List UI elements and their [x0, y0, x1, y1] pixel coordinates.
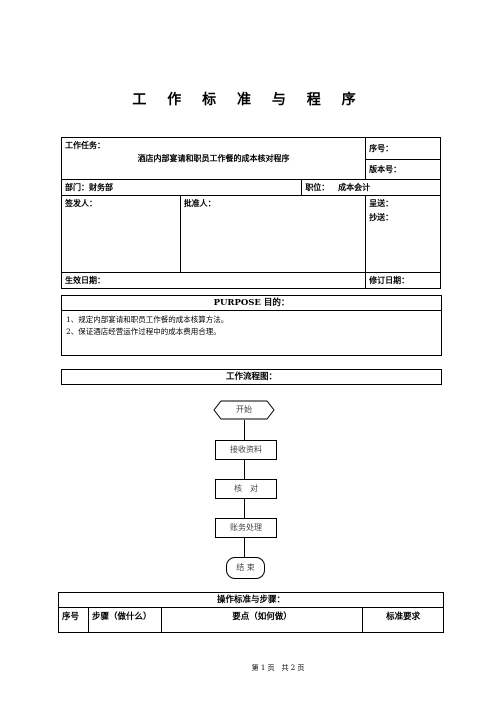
purpose-item-1: 1、规定内部宴请和职员工作餐的成本核算方法。 — [66, 315, 229, 324]
flow-heading: 工作流程图： — [61, 369, 442, 385]
cc-label: 抄送： — [369, 212, 394, 222]
dept-cell: 部门：财务部 — [60, 179, 303, 196]
position-label: 职位： — [305, 182, 330, 192]
issuer-label: 签发人： — [65, 198, 97, 208]
end-shape: 结 束 — [226, 557, 265, 579]
task-label: 工作任务： — [65, 140, 105, 150]
start-shape — [213, 400, 275, 420]
approver-cell: 批准人： — [179, 195, 367, 273]
flow-connector — [244, 498, 245, 518]
task-cell: 工作任务： 酒店内部宴请和职员工作餐的成本核对程序 — [60, 137, 367, 180]
submit-label: 呈送： — [369, 198, 394, 208]
ops-col-serial: 序号 — [58, 607, 89, 633]
document-title: 工 作 标 准 与 程 序 — [132, 92, 364, 108]
effective-label: 生效日期： — [65, 275, 105, 285]
flow-connector — [244, 459, 245, 479]
effective-cell: 生效日期： — [60, 272, 367, 289]
submit-cell: 呈送： 抄送： — [365, 195, 441, 273]
serial-label: 序号： — [369, 143, 394, 153]
info-table: 工作任务： 酒店内部宴请和职员工作餐的成本核对程序 序号： 版本号： 部门：财务… — [60, 137, 441, 289]
version-cell: 版本号： — [365, 159, 441, 180]
page-footer: 第 1 页 共 2 页 — [251, 664, 305, 672]
version-label: 版本号： — [369, 164, 402, 174]
purpose-box: PURPOSE 目的： 1、规定内部宴请和职员工作餐的成本核算方法。 2、保证酒… — [61, 295, 442, 356]
step-verify: 核 对 — [215, 479, 277, 499]
ops-col-keypoints: 要点（如何做） — [160, 607, 364, 633]
serial-cell: 序号： — [365, 137, 441, 160]
task-value: 酒店内部宴请和职员工作餐的成本核对程序 — [137, 153, 290, 163]
revise-label: 修订日期： — [369, 275, 410, 285]
flow-connector — [244, 420, 245, 440]
flow-connector — [244, 537, 245, 557]
position-cell: 职位： 成本会计 — [301, 179, 441, 196]
step-accounting: 账务处理 — [215, 518, 277, 538]
ops-heading: 操作标准与步骤： — [58, 592, 444, 607]
approver-label: 批准人： — [183, 198, 216, 208]
purpose-heading: PURPOSE 目的： — [62, 296, 441, 311]
ops-col-step: 步骤（做什么） — [87, 607, 162, 633]
start-label: 开始 — [236, 405, 252, 414]
ops-table: 序号 步骤（做什么） 要点（如何做） 标准要求 — [58, 607, 444, 633]
dept-label: 部门：财务部 — [65, 182, 113, 192]
step-receive: 接收资料 — [215, 440, 277, 460]
revise-cell: 修订日期： — [365, 272, 441, 289]
purpose-item-2: 2、保证酒店经营运作过程中的成本费用合理。 — [66, 327, 221, 336]
position-value: 成本会计 — [338, 182, 371, 192]
issuer-cell: 签发人： — [61, 195, 181, 273]
ops-col-standard: 标准要求 — [362, 607, 444, 633]
